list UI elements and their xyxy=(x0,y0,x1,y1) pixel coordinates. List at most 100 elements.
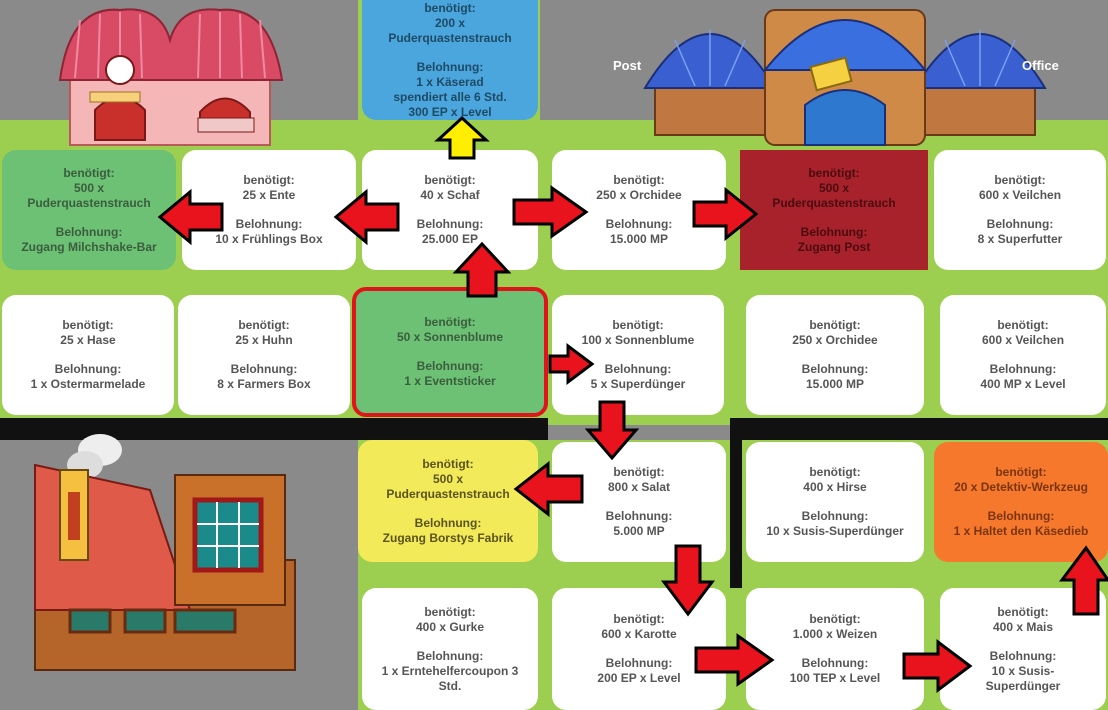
requirement-heading: benötigt: xyxy=(994,173,1046,187)
reward-heading: Belohnung: xyxy=(801,656,869,670)
requirement-heading: benötigt: xyxy=(243,173,295,187)
reward-value: 10 x Frühlings Box xyxy=(215,232,323,246)
requirement-heading: benötigt: xyxy=(809,465,861,479)
post-label-left: Post xyxy=(613,58,642,73)
reward-value: 15.000 MP xyxy=(805,377,865,391)
arrow-up-icon xyxy=(1059,545,1108,616)
requirement-heading: benötigt: xyxy=(63,165,115,180)
reward-heading: Belohnung: xyxy=(801,509,869,523)
reward-value: 100 TEP x Level xyxy=(789,671,881,685)
requirement-heading: benötigt: xyxy=(997,604,1049,619)
arrow-right-icon xyxy=(694,633,775,687)
requirement-heading: benötigt: xyxy=(62,318,114,332)
requirement-value: 600 x Veilchen xyxy=(978,188,1062,202)
requirement-heading: benötigt: xyxy=(613,612,665,626)
reward-heading: Belohnung: xyxy=(986,217,1054,231)
post-label-right: Office xyxy=(1022,58,1059,73)
road-horizontal-left xyxy=(0,418,548,440)
reward-heading: Belohnung: xyxy=(230,362,298,376)
requirement-heading: benötigt: xyxy=(424,604,476,619)
reward-heading: Belohnung: xyxy=(605,509,673,523)
arrow-down-icon xyxy=(584,400,640,461)
reward-value: 25.000 EP xyxy=(421,232,479,246)
requirement-value: 25 x Hase xyxy=(60,333,116,347)
requirement-value: 1.000 x Weizen xyxy=(792,627,878,641)
requirement-value: 400 x Hirse xyxy=(803,480,867,494)
requirement-heading: benötigt: xyxy=(997,318,1049,332)
reward-heading: Belohnung: xyxy=(605,217,673,231)
requirement-heading: benötigt: xyxy=(424,173,476,187)
road-horizontal-right xyxy=(730,418,1108,440)
requirement-value: 40 x Schaf xyxy=(420,188,480,202)
reward-heading: Belohnung: xyxy=(414,515,482,530)
reward-value: Zugang Post xyxy=(797,239,871,254)
reward-value: 5.000 MP xyxy=(613,524,665,538)
arrow-left-icon xyxy=(157,188,224,246)
reward-heading: Belohnung: xyxy=(989,362,1057,376)
requirement-value: 600 x Veilchen xyxy=(981,333,1065,347)
reward-value: 5 x Superdünger xyxy=(590,377,686,391)
requirement-value: 500 x Puderquastenstrauch xyxy=(386,471,510,501)
reward-heading: Belohnung: xyxy=(800,224,868,239)
reward-value: 10 x Susis-Superdünger xyxy=(766,524,904,538)
requirement-value: 500 x Puderquastenstrauch xyxy=(772,180,896,210)
requirement-heading: benötigt: xyxy=(613,465,665,479)
reward-value: Zugang Borstys Fabrik xyxy=(382,530,514,545)
reward-value: 1 x Erntehelfercoupon 3 Std. xyxy=(381,663,519,693)
requirement-value: 25 x Ente xyxy=(242,188,296,202)
reward-value: 1 x Käserad spendiert alle 6 Std. 300 EP… xyxy=(393,74,507,119)
reward-value: 1 x Ostermarmelade xyxy=(30,377,146,391)
requirement-heading: benötigt: xyxy=(238,318,290,332)
requirement-value: 400 x Mais xyxy=(992,619,1054,634)
requirement-heading: benötigt: xyxy=(612,318,664,332)
requirement-heading: benötigt: xyxy=(422,456,474,471)
reward-heading: Belohnung: xyxy=(416,217,484,231)
reward-value: 10 x Susis- Superdünger xyxy=(985,663,1061,693)
reward-heading: Belohnung: xyxy=(416,359,484,373)
arrow-right-icon xyxy=(548,343,595,385)
reward-heading: Belohnung: xyxy=(416,59,484,74)
requirement-value: 250 x Orchidee xyxy=(792,333,878,347)
post-office-building xyxy=(643,9,1047,146)
requirement-value: 200 x Puderquastenstrauch xyxy=(388,15,512,45)
arrow-left-icon xyxy=(513,460,584,518)
reward-value: Zugang Milchshake-Bar xyxy=(21,239,157,254)
reward-heading: Belohnung: xyxy=(55,224,123,239)
reward-heading: Belohnung: xyxy=(605,656,673,670)
arrow-left-icon xyxy=(333,188,400,246)
reward-heading: Belohnung: xyxy=(989,648,1057,663)
reward-value: 15.000 MP xyxy=(609,232,669,246)
requirement-value: 50 x Sonnenblume xyxy=(396,330,504,344)
reward-heading: Belohnung: xyxy=(416,648,484,663)
requirement-value: 20 x Detektiv-Werkzeug xyxy=(954,480,1088,494)
reward-value: 8 x Superfutter xyxy=(977,232,1063,246)
arrow-down-icon xyxy=(661,544,715,617)
factory-building xyxy=(34,434,296,671)
requirement-value: 500 x Puderquastenstrauch xyxy=(27,180,151,210)
requirement-value: 600 x Karotte xyxy=(601,627,677,641)
requirement-heading: benötigt: xyxy=(808,165,860,180)
arrow-right-icon xyxy=(512,185,589,239)
reward-value: 400 MP x Level xyxy=(980,377,1066,391)
requirement-value: 800 x Salat xyxy=(607,480,671,494)
requirement-value: 100 x Sonnenblume xyxy=(581,333,695,347)
road-vertical xyxy=(730,418,742,588)
